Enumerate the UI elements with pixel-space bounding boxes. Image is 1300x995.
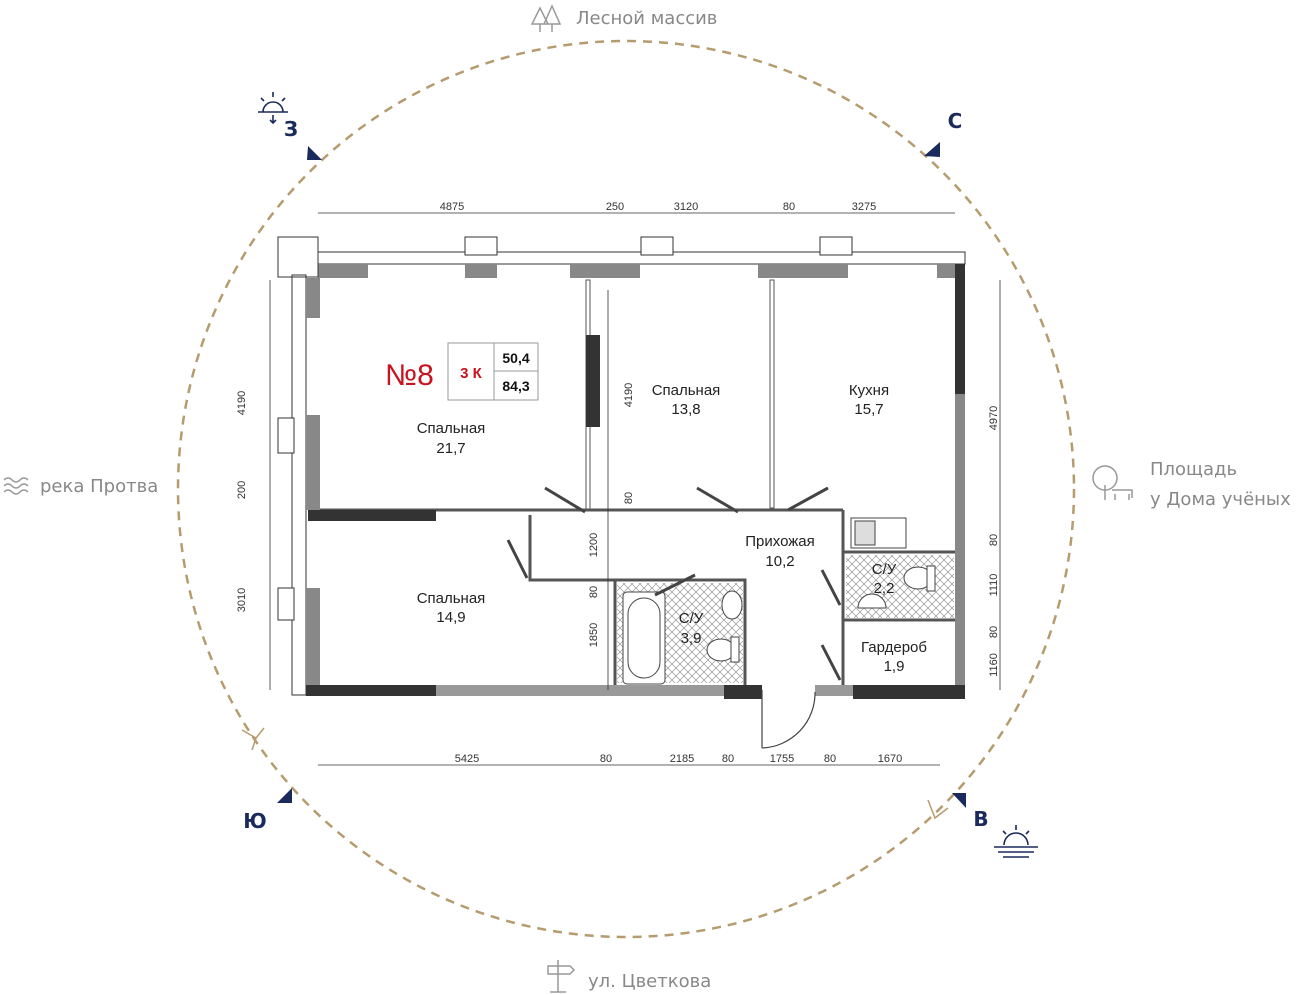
svg-text:80: 80 bbox=[623, 492, 635, 504]
svg-text:4970: 4970 bbox=[988, 406, 1000, 430]
compass-arrow-west bbox=[307, 146, 322, 160]
svg-text:№8: №8 bbox=[385, 359, 434, 392]
room-bathroom-1: С/У 3,9 bbox=[679, 610, 704, 647]
apartment-badge: №8 3 К 50,4 84,3 bbox=[385, 342, 539, 401]
room-bedroom-2: Спальная 13,8 bbox=[652, 382, 721, 418]
svg-text:200: 200 bbox=[236, 481, 248, 499]
svg-text:5425: 5425 bbox=[455, 753, 479, 765]
surrounding-south: ул. Цветкова bbox=[547, 960, 711, 993]
dimensions-inner: 4190 80 1200 80 1850 bbox=[588, 383, 635, 647]
room-kitchen: Кухня 15,7 bbox=[849, 382, 889, 418]
svg-text:80: 80 bbox=[783, 201, 795, 213]
svg-text:250: 250 bbox=[606, 201, 624, 213]
sunset-icon bbox=[258, 92, 288, 125]
dimensions-top: 4875 250 3120 80 3275 bbox=[440, 201, 876, 213]
svg-text:река Протва: река Протва bbox=[40, 476, 158, 497]
svg-text:С/У: С/У bbox=[679, 610, 704, 627]
park-icon bbox=[1092, 465, 1133, 500]
svg-text:Ю: Ю bbox=[243, 809, 266, 833]
svg-text:1110: 1110 bbox=[988, 574, 1000, 597]
compass-arrow-south bbox=[277, 788, 292, 803]
svg-text:Гардероб: Гардероб bbox=[861, 639, 927, 656]
svg-text:4190: 4190 bbox=[236, 391, 248, 415]
compass-arrow-north bbox=[924, 142, 940, 157]
svg-text:3275: 3275 bbox=[852, 201, 876, 213]
svg-text:84,3: 84,3 bbox=[502, 378, 529, 394]
svg-text:4875: 4875 bbox=[440, 201, 464, 213]
room-bathroom-2: С/У 2,2 bbox=[872, 561, 897, 597]
surrounding-east: Площадь у Дома учёных bbox=[1092, 459, 1291, 510]
svg-text:1,9: 1,9 bbox=[884, 658, 905, 675]
surrounding-north: Лесной массив bbox=[530, 4, 717, 32]
svg-text:Спальная: Спальная bbox=[417, 420, 486, 437]
svg-text:3 К: 3 К bbox=[460, 365, 483, 382]
svg-text:3010: 3010 bbox=[236, 588, 248, 612]
svg-text:1160: 1160 bbox=[988, 653, 1000, 677]
svg-text:80: 80 bbox=[588, 586, 600, 598]
svg-text:50,4: 50,4 bbox=[502, 350, 529, 366]
svg-text:В: В bbox=[973, 807, 988, 831]
svg-text:80: 80 bbox=[722, 753, 734, 765]
svg-text:ул. Цветкова: ул. Цветкова bbox=[588, 971, 711, 992]
svg-text:3,9: 3,9 bbox=[681, 630, 702, 647]
circle-marker-south bbox=[241, 727, 265, 751]
svg-text:1200: 1200 bbox=[588, 533, 600, 557]
dimensions-right: 4970 80 1110 80 1160 bbox=[988, 406, 1000, 677]
svg-text:2185: 2185 bbox=[670, 753, 694, 765]
room-bedroom-3: Спальная 14,9 bbox=[417, 590, 486, 626]
svg-text:Площадь: Площадь bbox=[1150, 459, 1237, 480]
sunrise-icon bbox=[994, 825, 1038, 858]
svg-text:80: 80 bbox=[824, 753, 836, 765]
compass-arrow-east bbox=[952, 793, 966, 808]
room-wardrobe: Гардероб 1,9 bbox=[861, 639, 927, 675]
dimension-lines bbox=[269, 212, 1001, 766]
svg-text:1850: 1850 bbox=[588, 623, 600, 647]
river-icon bbox=[3, 477, 29, 495]
svg-text:Прихожая: Прихожая bbox=[745, 533, 815, 550]
dimensions-left: 4190 200 3010 bbox=[236, 391, 248, 612]
svg-text:80: 80 bbox=[600, 753, 612, 765]
signpost-icon bbox=[547, 960, 576, 993]
svg-text:3120: 3120 bbox=[674, 201, 698, 213]
forest-icon bbox=[530, 4, 562, 32]
svg-text:13,8: 13,8 bbox=[671, 401, 700, 418]
room-bedroom-1: Спальная 21,7 bbox=[417, 420, 486, 457]
svg-text:1755: 1755 bbox=[770, 753, 794, 765]
svg-text:С: С bbox=[948, 109, 963, 133]
compass-south: Ю bbox=[243, 788, 292, 833]
compass-north: С bbox=[924, 109, 962, 157]
circle-marker-east bbox=[927, 799, 949, 820]
svg-text:Кухня: Кухня bbox=[849, 382, 889, 399]
compass-west: З bbox=[258, 92, 322, 160]
walls bbox=[277, 236, 966, 749]
surrounding-west: река Протва bbox=[3, 476, 158, 497]
svg-text:Спальная: Спальная bbox=[417, 590, 486, 607]
svg-text:З: З bbox=[284, 117, 298, 141]
svg-text:15,7: 15,7 bbox=[854, 401, 883, 418]
svg-text:14,9: 14,9 bbox=[436, 609, 465, 626]
compass-east: В bbox=[952, 793, 1038, 858]
svg-text:С/У: С/У bbox=[872, 561, 897, 578]
svg-text:1670: 1670 bbox=[878, 753, 902, 765]
svg-text:21,7: 21,7 bbox=[436, 440, 465, 457]
room-hallway: Прихожая 10,2 bbox=[745, 533, 815, 570]
svg-text:80: 80 bbox=[988, 626, 1000, 638]
dimensions-bottom: 5425 80 2185 80 1755 80 1670 bbox=[455, 753, 902, 765]
svg-text:Лесной массив: Лесной массив bbox=[576, 8, 717, 29]
svg-text:у Дома учёных: у Дома учёных bbox=[1150, 489, 1291, 510]
svg-text:Спальная: Спальная bbox=[652, 382, 721, 399]
svg-text:2,2: 2,2 bbox=[874, 580, 895, 597]
svg-text:80: 80 bbox=[988, 534, 1000, 546]
orientation-circle bbox=[176, 39, 1076, 939]
svg-text:10,2: 10,2 bbox=[765, 553, 794, 570]
svg-text:4190: 4190 bbox=[623, 383, 635, 407]
